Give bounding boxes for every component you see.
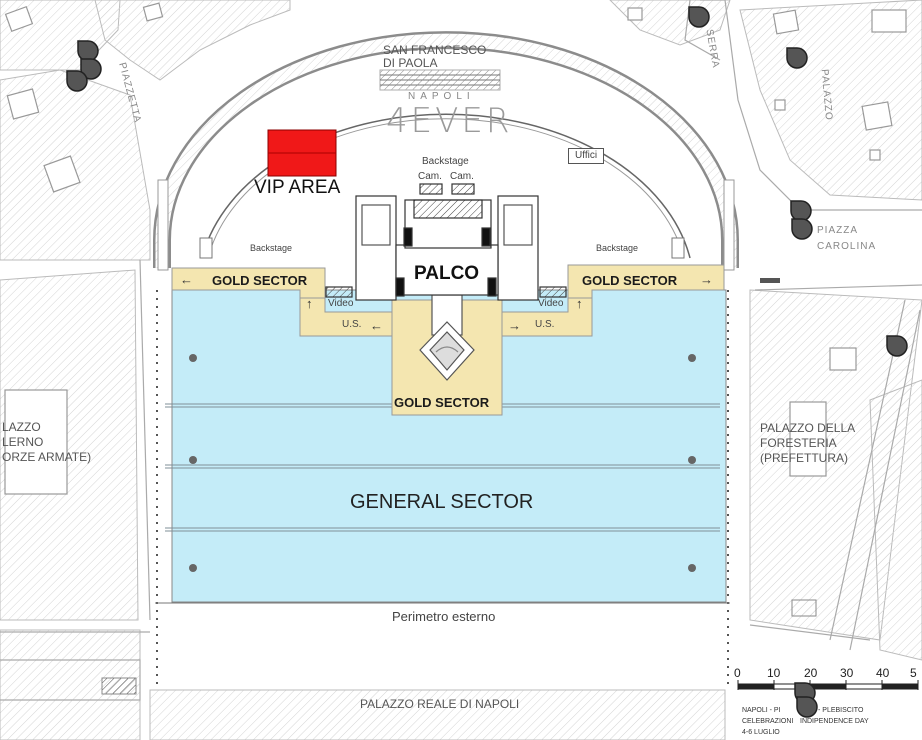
backstage-top-label: Backstage xyxy=(422,156,469,167)
palazzo-foresteria-label: PALAZZO DELLA FORESTERIA (PREFETTURA) xyxy=(760,421,856,465)
footer-line-2b: INDIPENDENCE DAY xyxy=(800,718,869,725)
event-logo: 4EVER xyxy=(386,101,513,141)
stage-label: PALCO xyxy=(414,263,480,284)
scale-tick-50: 5 xyxy=(910,666,917,680)
scale-tick-10: 10 xyxy=(767,666,781,680)
arrow-left-icon: ← xyxy=(370,318,383,333)
arrow-right-icon: → xyxy=(700,272,713,287)
light-towers xyxy=(189,354,696,572)
scale-bar xyxy=(737,680,919,690)
video-left-label: Video xyxy=(328,298,354,309)
footer-line-1b: - PLEBISCITO xyxy=(818,707,864,714)
location-pin[interactable] xyxy=(786,47,808,69)
perimeter-label: Perimetro esterno xyxy=(392,609,496,624)
event-logo-top: NAPOLI xyxy=(408,91,475,102)
piazza-carolina-label-2: CAROLINA xyxy=(817,241,877,252)
footer-line-2a: CELEBRAZIONI xyxy=(742,718,794,725)
stage-structure xyxy=(325,183,567,301)
church-label: SAN FRANCESCO DI PAOLA xyxy=(383,43,487,70)
footer-line-3: 4-6 LUGLIO xyxy=(742,729,780,736)
location-pin[interactable] xyxy=(66,70,88,92)
backstage-right-label: Backstage xyxy=(596,243,639,253)
arrow-right-icon: → xyxy=(508,318,521,333)
location-pin[interactable] xyxy=(80,58,102,80)
scale-tick-40: 40 xyxy=(876,666,890,680)
location-pin[interactable] xyxy=(886,335,908,357)
uffici-label: Uffici xyxy=(568,148,605,164)
church-steps xyxy=(379,69,501,91)
location-pin[interactable] xyxy=(791,218,813,240)
palazzo-salerno-label: LAZZO LERNO ORZE ARMATE) xyxy=(2,420,92,464)
camera-label-2: Cam. xyxy=(450,171,474,182)
arrow-up-icon: ↑ xyxy=(576,296,583,311)
perimeter-fence xyxy=(156,290,729,690)
scale-tick-0: 0 xyxy=(734,666,741,680)
footer-line-1a: NAPOLI - PI xyxy=(742,707,781,714)
palazzo-reale-label: PALAZZO REALE DI NAPOLI xyxy=(360,697,520,711)
gold-sector-right-label: GOLD SECTOR xyxy=(582,273,678,288)
us-right-label: U.S. xyxy=(535,319,555,330)
colonnade xyxy=(153,31,739,271)
building-blocks xyxy=(4,2,907,495)
piazza-carolina-label-1: PIAZZA xyxy=(817,225,859,236)
gold-sector-center-label: GOLD SECTOR xyxy=(394,395,490,410)
camera-label-1: Cam. xyxy=(418,171,442,182)
general-sector-label: GENERAL SECTOR xyxy=(350,491,534,513)
streets xyxy=(0,0,922,701)
location-pin[interactable] xyxy=(796,696,818,718)
arrow-up-icon: ↑ xyxy=(306,296,313,311)
scale-tick-30: 30 xyxy=(840,666,854,680)
backstage-left-label: Backstage xyxy=(250,243,293,253)
location-pin[interactable] xyxy=(688,6,710,28)
arrow-left-icon: ← xyxy=(180,272,193,287)
scale-tick-20: 20 xyxy=(804,666,818,680)
vip-area-label: VIP AREA xyxy=(254,177,341,198)
us-left-label: U.S. xyxy=(342,319,362,330)
video-right-label: Video xyxy=(538,298,564,309)
gold-sector-left-label: GOLD SECTOR xyxy=(212,273,308,288)
